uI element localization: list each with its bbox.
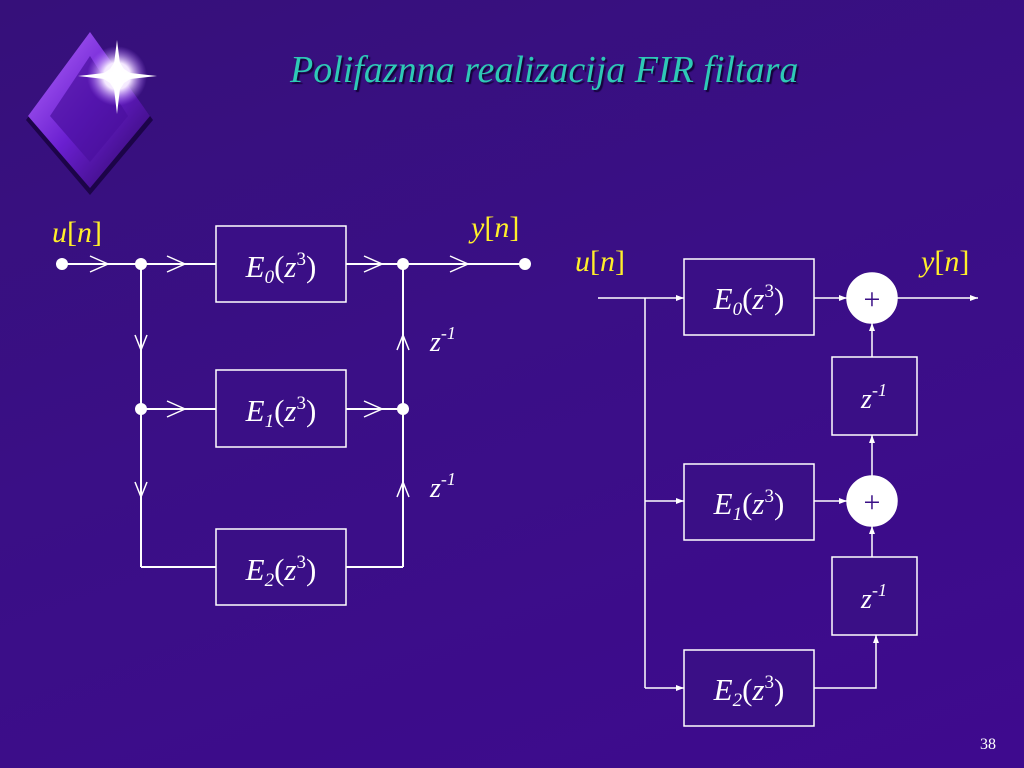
adder-1: + (846, 272, 898, 324)
svg-text:z-1: z-1 (860, 580, 887, 615)
slide-number: 38 (980, 736, 996, 753)
svg-text:E2(z3): E2(z3) (713, 672, 785, 711)
junction-node (397, 258, 409, 270)
svg-text:E0(z3): E0(z3) (245, 249, 317, 288)
right-input-label: u[n] (575, 245, 625, 278)
right-arrow-icon (166, 400, 187, 418)
right-arrow-icon (839, 498, 847, 504)
left-delay-label-2: z-1 (429, 469, 456, 504)
left-block-e1: E1(z3) (215, 369, 347, 448)
svg-text:E1(z3): E1(z3) (245, 393, 317, 432)
right-output-label: y[n] (918, 245, 969, 278)
right-diagram: u[n] y[n] (575, 245, 978, 727)
up-arrow-icon (396, 332, 410, 351)
branch-node (135, 403, 147, 415)
input-node (56, 258, 68, 270)
right-block-e2: E2(z3) (683, 649, 815, 727)
right-arrow-icon (676, 498, 684, 504)
left-block-e2: E2(z3) (215, 528, 347, 606)
left-delay-label-1: z-1 (429, 323, 456, 358)
right-delay-1: z-1 (831, 356, 918, 436)
output-node (519, 258, 531, 270)
right-arrow-icon (363, 255, 384, 273)
right-delay-2: z-1 (831, 556, 918, 636)
right-arrow-icon (839, 295, 847, 301)
svg-text:z-1: z-1 (860, 380, 887, 415)
left-output-label: y[n] (468, 211, 519, 244)
right-arrow-icon (363, 400, 384, 418)
right-block-e1: E1(z3) (683, 463, 815, 541)
left-nodes (56, 258, 531, 415)
left-block-e0: E0(z3) (215, 225, 347, 303)
junction-node (397, 403, 409, 415)
up-arrow-icon (396, 479, 410, 498)
right-arrow-icon (676, 685, 684, 691)
right-arrow-icon (970, 295, 978, 301)
plus-icon: + (864, 486, 881, 519)
up-arrow-icon (869, 323, 875, 331)
branch-node (135, 258, 147, 270)
right-arrow-icon (676, 295, 684, 301)
up-arrow-icon (873, 635, 879, 643)
down-arrow-icon (134, 481, 148, 500)
svg-text:E1(z3): E1(z3) (713, 486, 785, 525)
right-arrow-icon (89, 255, 110, 273)
up-arrow-icon (869, 435, 875, 443)
plus-icon: + (864, 283, 881, 316)
slide-title: Polifaznna realizacija FIR filtara (290, 49, 799, 91)
right-arrow-icon (449, 255, 470, 273)
svg-text:E2(z3): E2(z3) (245, 552, 317, 591)
left-input-label: u[n] (52, 216, 102, 249)
left-diagram: u[n] y[n] (52, 211, 531, 606)
diamond-star-logo-icon (26, 32, 157, 195)
adder-2: + (846, 475, 898, 527)
right-arrowheads (676, 295, 978, 691)
up-arrow-icon (869, 526, 875, 534)
right-block-e0: E0(z3) (683, 258, 815, 336)
left-arrowheads (89, 255, 470, 500)
right-arrow-icon (166, 255, 187, 273)
svg-text:E0(z3): E0(z3) (713, 281, 785, 320)
down-arrow-icon (134, 334, 148, 353)
